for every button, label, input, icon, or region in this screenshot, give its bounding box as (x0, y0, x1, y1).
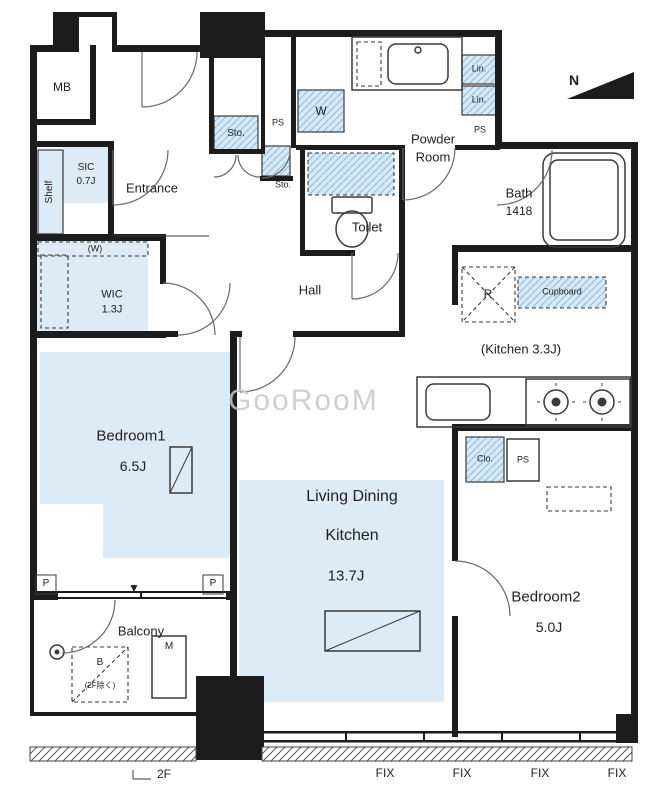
label-hall: Hall (298, 282, 322, 298)
label-toilet: Toilet (351, 219, 383, 235)
label-sic-size: 0.7J (76, 176, 96, 187)
label-ps-top: PS (271, 117, 285, 128)
bathtub-icon (542, 152, 626, 248)
label-bedroom2-name: Bedroom2 (511, 588, 581, 606)
label-powder-1: Powder (410, 131, 456, 147)
label-north: N (568, 72, 580, 88)
watermark: GooRooM (228, 384, 379, 417)
ps-box-bedroom2 (506, 438, 540, 482)
storage-boxes (213, 54, 607, 483)
label-ps-bedroom2: PS (516, 454, 530, 465)
label-fridge: R (483, 287, 493, 301)
label-pipe-2: P (209, 578, 217, 589)
label-washer-pan: M (164, 641, 174, 652)
kitchen-counter-icon (416, 376, 632, 428)
north-arrow-icon (567, 72, 634, 99)
wic-shelf-dashes (37, 241, 149, 329)
label-ps-bath: PS (473, 124, 487, 135)
label-marker-triangle: ▼ (128, 581, 140, 595)
label-shelf: Shelf (44, 180, 55, 204)
label-wic-name: WIC (101, 288, 123, 301)
label-bedroom2-size: 5.0J (535, 619, 563, 635)
bottom-hatch-strips (29, 746, 633, 762)
label-sic-name: SIC (77, 162, 95, 173)
label-fix-1: FIX (375, 766, 395, 780)
label-linen-2: Lin. (471, 94, 487, 105)
stove-icon (525, 378, 631, 426)
label-fix-3: FIX (530, 766, 550, 780)
label-floor-2f: 2F (156, 767, 172, 781)
walls (30, 12, 638, 760)
label-balcony: Balcony (117, 623, 165, 639)
label-powder-2: Room (415, 149, 451, 165)
label-w-paren: (W) (87, 243, 103, 254)
label-bath-name: Bath (505, 185, 533, 201)
label-mb: MB (53, 80, 71, 94)
toilet-icon (331, 196, 373, 248)
closet-symbol (169, 446, 193, 494)
label-linen-1: Lin. (471, 63, 487, 74)
door-arcs (61, 51, 553, 654)
washer-pan-icon (151, 635, 187, 699)
label-pipe-1: P (42, 578, 50, 589)
label-entrance: Entrance (125, 180, 179, 196)
label-bath-size: 1418 (505, 204, 533, 218)
label-wic-size: 1.3J (101, 303, 123, 316)
label-ldk-1: Living Dining (306, 488, 398, 505)
vanity-sink-icon (351, 36, 463, 91)
table-symbol (324, 610, 421, 652)
label-storage-1: Sto. (227, 128, 245, 139)
refrigerator-space (461, 266, 516, 323)
label-fix-4: FIX (607, 766, 627, 780)
label-kitchen-size: (Kitchen 3.3J) (480, 341, 562, 357)
bedroom2-dashed-area (546, 486, 612, 512)
label-b-note: (2F除く) (84, 681, 116, 690)
label-cupboard: Cupboard (542, 286, 582, 297)
balcony-b-box (71, 646, 129, 703)
label-ldk-2: Kitchen (325, 527, 379, 544)
label-closet: Clo. (476, 453, 494, 464)
label-washer: W (315, 104, 327, 118)
pipe-boxes (35, 574, 224, 595)
label-ldk-size: 13.7J (327, 567, 365, 585)
label-fix-2: FIX (452, 766, 472, 780)
faucet-icon (49, 644, 65, 660)
label-b-mark: B (96, 657, 104, 668)
label-storage-2: Sto. (274, 179, 292, 190)
misc-lines (114, 235, 209, 780)
label-bedroom1-size: 6.5J (119, 458, 147, 474)
label-bedroom1-name: Bedroom1 (96, 427, 166, 445)
floor-fills (36, 147, 444, 702)
